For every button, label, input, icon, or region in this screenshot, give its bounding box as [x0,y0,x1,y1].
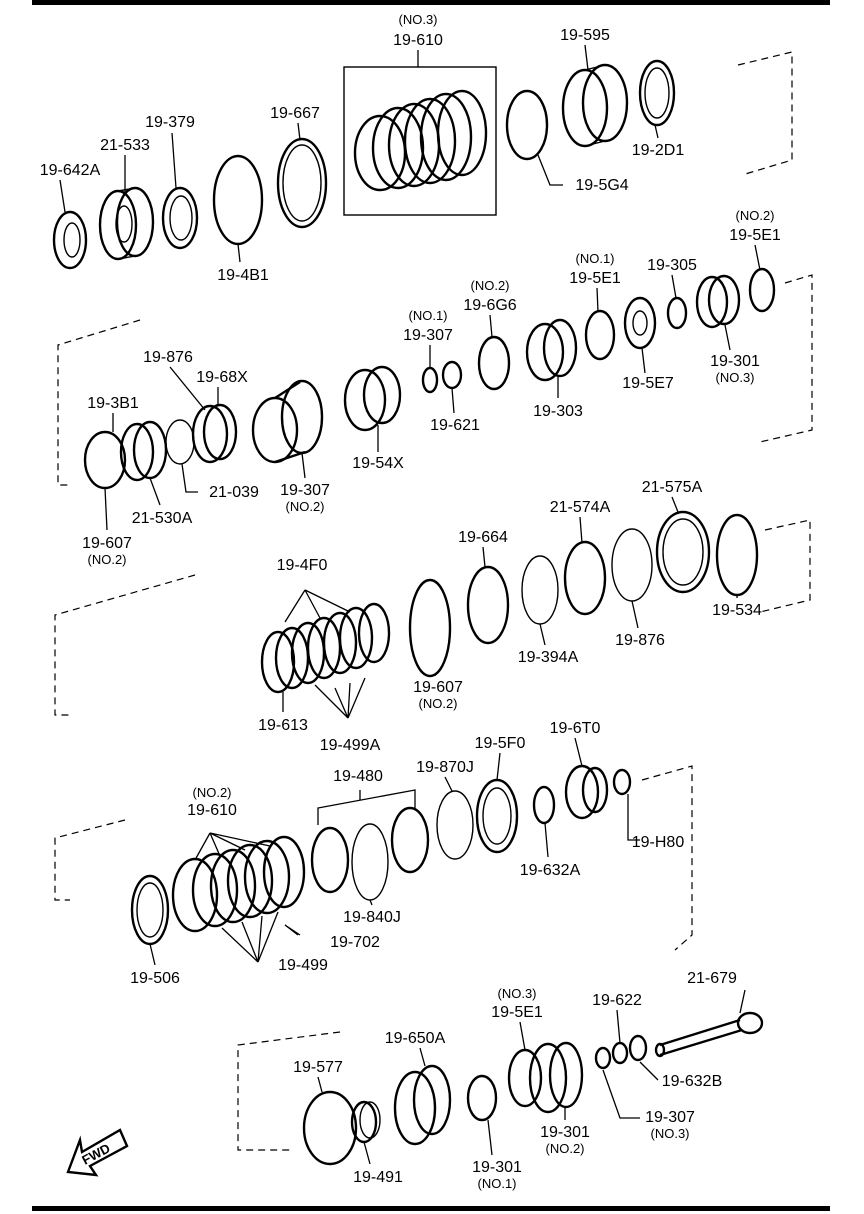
label-19-h80: 19-H80 [632,834,685,851]
label-19-68x: 19-68X [196,369,248,386]
label-21-039: 21-039 [209,484,259,501]
label-19-607-a: 19-607 [82,535,132,552]
label-19-4f0: 19-4F0 [277,557,328,574]
label-19-499: 19-499 [278,957,328,974]
label-19-301-b: 19-301 [540,1124,590,1141]
label-19-2d1: 19-2D1 [632,142,685,159]
label-19-3b1: 19-3B1 [87,395,139,412]
label-19-632a: 19-632A [520,862,581,879]
clutch-pack-no2 [171,835,306,933]
label-19-305: 19-305 [647,257,697,274]
forward-direction-arrow: FWD [66,1128,129,1177]
label-no2-607-a: (NO.2) [88,552,127,567]
label-19-840j: 19-840J [343,909,401,926]
label-19-5e1-b: 19-5E1 [569,270,621,287]
row-4-parts [54,764,693,963]
row-1-parts [52,51,793,270]
label-19-379: 19-379 [145,114,195,131]
label-19-6t0: 19-6T0 [550,720,601,737]
label-19-506: 19-506 [130,970,180,987]
label-no3-301: (NO.3) [716,370,755,385]
label-19-5e1-c: 19-5E1 [491,1004,543,1021]
label-no1-5e1: (NO.1) [576,251,615,266]
label-no2-607-b: (NO.2) [419,696,458,711]
label-no1-301: (NO.1) [478,1176,517,1191]
label-21-530a: 21-530A [132,510,193,527]
label-21-575a: 21-575A [642,479,703,496]
label-19-307-c: 19-307 [645,1109,695,1126]
clutch-pack-4f0 [260,602,391,694]
clutch-pack-no3 [353,89,488,192]
part-labels: (NO.3) 19-610 19-595 19-2D1 19-5G4 19-66… [40,12,781,1191]
label-19-303: 19-303 [533,403,583,420]
label-19-642a: 19-642A [40,162,101,179]
label-19-607-b: 19-607 [413,679,463,696]
label-21-533: 21-533 [100,137,150,154]
label-no1-307: (NO.1) [409,308,448,323]
label-19-307-b: 19-307 [280,482,330,499]
label-19-5e1-a: 19-5E1 [729,227,781,244]
label-19-6g6: 19-6G6 [463,297,516,314]
label-19-4b1: 19-4B1 [217,267,269,284]
label-no3-5e1: (NO.3) [498,986,537,1001]
label-19-664: 19-664 [458,529,508,546]
label-21-679: 21-679 [687,970,737,987]
bottom-border [32,1206,830,1211]
label-19-499a: 19-499A [320,737,381,754]
label-19-5g4: 19-5G4 [575,177,628,194]
label-19-491: 19-491 [353,1169,403,1186]
label-no2-5e1: (NO.2) [736,208,775,223]
label-19-5f0: 19-5F0 [475,735,526,752]
label-19-650a: 19-650A [385,1030,446,1047]
label-19-301-a: 19-301 [710,353,760,370]
label-19-534: 19-534 [712,602,762,619]
row-2-parts [57,267,813,490]
label-19-702: 19-702 [330,934,380,951]
label-19-876-a: 19-876 [143,349,193,366]
label-19-595: 19-595 [560,27,610,44]
label-19-54x: 19-54X [352,455,404,472]
label-19-577: 19-577 [293,1059,343,1076]
label-19-613: 19-613 [258,717,308,734]
label-21-574a: 21-574A [550,499,611,516]
top-border [32,0,830,5]
label-19-394a: 19-394A [518,649,579,666]
label-19-301-c: 19-301 [472,1159,522,1176]
label-no3-307: (NO.3) [651,1126,690,1141]
label-19-610-a: 19-610 [393,32,443,49]
label-19-622: 19-622 [592,992,642,1009]
label-19-610-b: 19-610 [187,802,237,819]
label-no2-307: (NO.2) [286,499,325,514]
label-no2-301: (NO.2) [546,1141,585,1156]
label-19-307-a: 19-307 [403,327,453,344]
label-no2-610: (NO.2) [193,785,232,800]
label-19-870j: 19-870J [416,759,474,776]
label-19-621: 19-621 [430,417,480,434]
label-no2-6g6: (NO.2) [471,278,510,293]
leader-lines [59,44,761,1165]
row-3-parts [54,510,811,719]
label-19-480: 19-480 [333,768,383,785]
label-19-632b: 19-632B [662,1073,723,1090]
label-19-876-b: 19-876 [615,632,665,649]
label-19-5e7: 19-5E7 [622,375,674,392]
label-19-667: 19-667 [270,105,320,122]
label-no3-610: (NO.3) [399,12,438,27]
